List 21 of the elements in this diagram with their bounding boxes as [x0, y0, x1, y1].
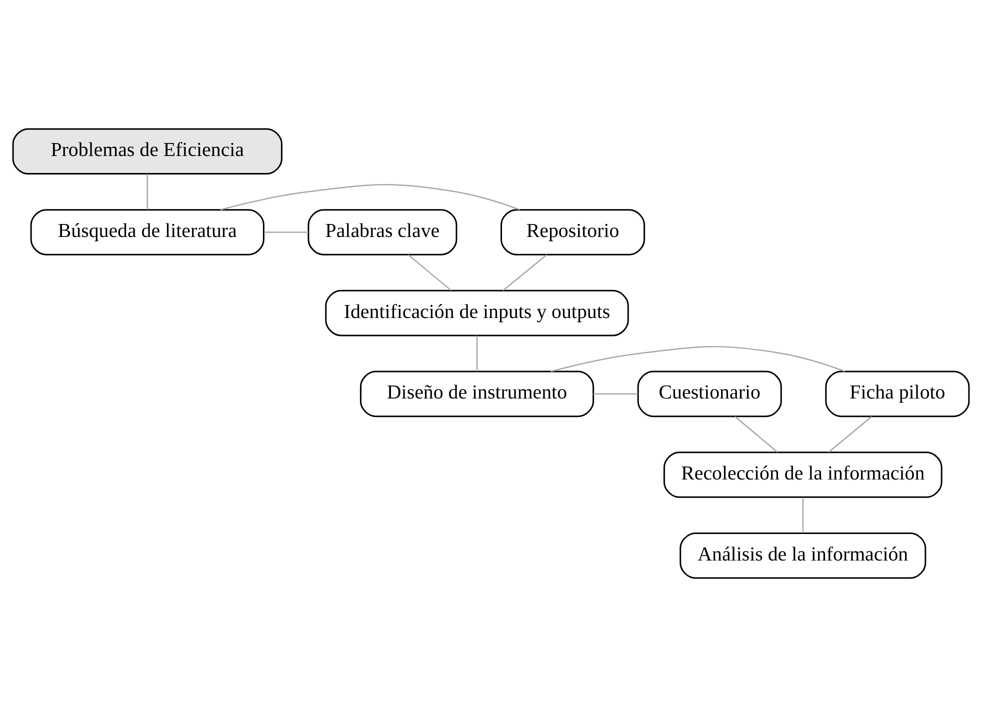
connector	[146, 174, 148, 210]
connector	[802, 496, 804, 532]
node-box: Problemas de Eficiencia	[12, 128, 282, 174]
connector	[734, 416, 778, 452]
node-box: Búsqueda de literatura	[30, 208, 264, 255]
connector	[476, 335, 478, 371]
node-box: Recolección de la información	[663, 451, 942, 498]
connector	[593, 392, 638, 394]
node-box: Diseño de instrumento	[360, 370, 594, 417]
node-box: Cuestionario	[637, 370, 782, 417]
connector	[828, 416, 872, 452]
connector	[220, 184, 520, 210]
connector	[264, 231, 308, 232]
connector	[408, 254, 452, 290]
node-box: Palabras clave	[308, 208, 458, 255]
node-box: Repositorio	[500, 208, 646, 255]
node-box: Identificación de inputs y outputs	[325, 289, 629, 336]
connector	[550, 345, 846, 372]
node-box: Ficha piloto	[825, 370, 970, 417]
node-box: Análisis de la información	[680, 532, 926, 578]
connector	[502, 254, 547, 290]
